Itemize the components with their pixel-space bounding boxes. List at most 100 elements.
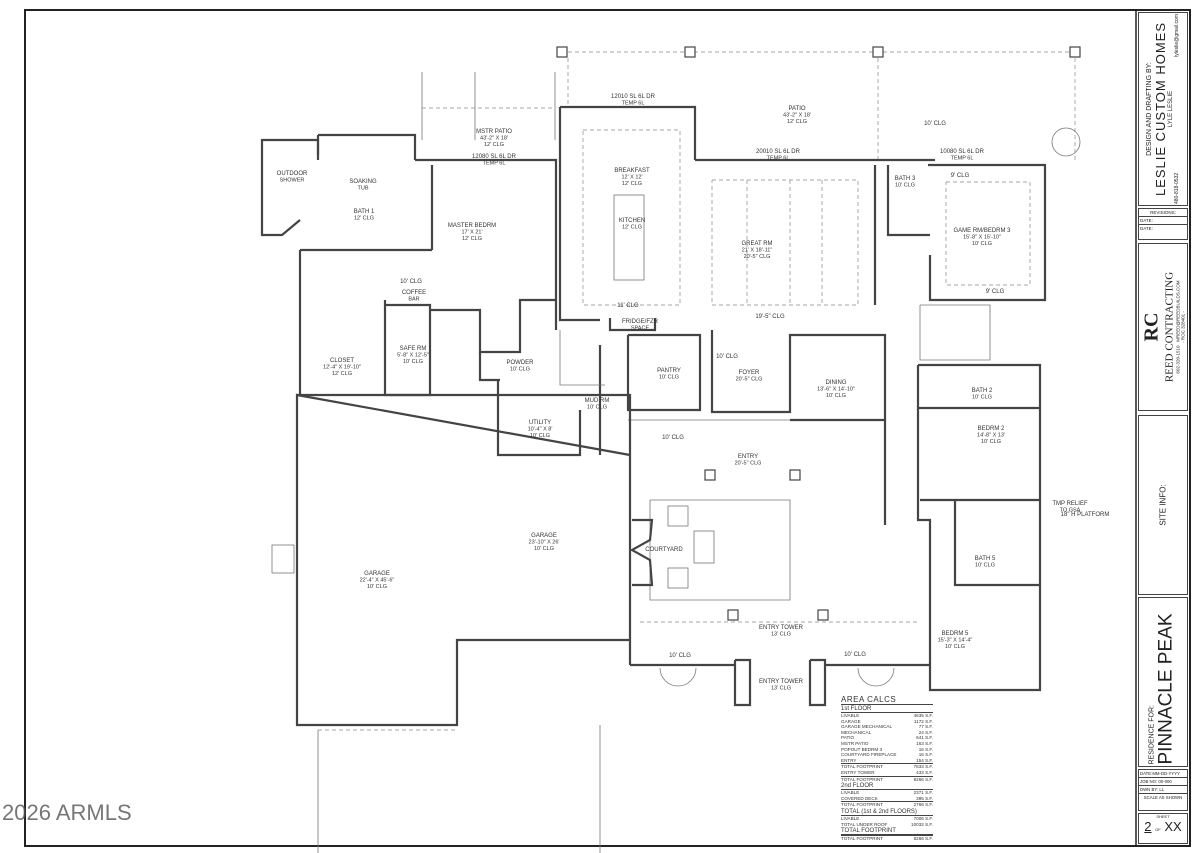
area-calcs-value: 8266 S.F. [913, 776, 933, 782]
room-label-mud-rm-detail: 10' CLG [587, 405, 607, 411]
sheet-of: OF [1155, 827, 1161, 832]
area-calcs-label: TOTAL FOOTPRINT [841, 764, 884, 770]
room-label-mstr-patio: MSTR PATIO [476, 129, 512, 135]
area-calcs-label: PATIO [841, 735, 855, 741]
area-calcs-label: TOTAL FOOTPRINT [841, 802, 884, 808]
area-calcs-label: TOTAL UNDER ROOF [841, 821, 888, 827]
room-label-dining-detail: 10' CLG [826, 393, 846, 399]
room-label-bedrm-2-detail: 14'-8" X 13' [977, 433, 1005, 439]
room-label-garage-1-detail: 10' CLG [367, 584, 387, 590]
room-label-great-rm-detail: 20'-5" CLG [744, 254, 771, 260]
area-calcs-value: 4635 S.F. [913, 713, 933, 718]
room-label-bath-2: BATH 2 [972, 388, 993, 394]
area-calcs-value: 16 S.F. [918, 752, 933, 758]
room-label-game-rm-detail: 10' CLG [972, 241, 992, 247]
area-calcs-value: 395 S.F. [916, 795, 933, 801]
room-label-closet: CLOSET [330, 358, 354, 364]
area-calcs-label: LIVABLE [841, 815, 860, 821]
site-info-block: SITE INFO: [1138, 415, 1188, 595]
room-label-garage-1: GARAGE [364, 571, 390, 577]
room-label-coffee-bar: COFFEE [402, 290, 426, 296]
room-label-gallery-clg: 10' CLG [662, 435, 684, 441]
area-calcs-label: ENTRY [841, 757, 857, 763]
revisions-block: REVISIONS: DATE: DATE: [1138, 208, 1188, 240]
designer-block: DESIGN AND DRAFTING BY: LESLIE CUSTOM HO… [1138, 12, 1188, 206]
room-label-breakfast-door-detail: TEMP 6L [622, 101, 645, 107]
area-calcs-value: 2766 S.F. [913, 802, 933, 808]
room-label-breakfast: BREAKFAST [614, 168, 650, 174]
room-label-dining: DINING [826, 380, 847, 386]
room-label-bath-1-detail: 12' CLG [354, 216, 374, 222]
area-calcs-row: TOTAL FOOTPRINT 2766 S.F. [841, 801, 933, 808]
room-label-hall-clg: 10' CLG [400, 279, 422, 285]
area-calcs-value: 8266 S.F. [913, 836, 933, 842]
contractor-logo: RC [1140, 312, 1163, 342]
room-label-master-bedrm-detail: 17' X 21' [461, 230, 482, 236]
revisions-label: REVISIONS: [1139, 209, 1187, 217]
room-label-platform: 18" H PLATFORM [1061, 512, 1110, 518]
room-label-foyer-detail: 20'-5" CLG [736, 377, 763, 383]
room-label-bath-1: BATH 1 [354, 209, 375, 215]
room-label-utility: UTILITY [529, 420, 551, 426]
room-label-breakfast-detail: 12' CLG [622, 181, 642, 187]
area-calcs-value: 1172 S.F. [913, 718, 933, 724]
room-label-great-rm-door: 20010 SL 6L DR [756, 149, 801, 155]
room-label-kitchen-clg: 11' CLG [617, 303, 639, 309]
room-label-breakfast-door: 12010 SL 6L DR [611, 94, 656, 100]
residence-name: PINNACLE PEAK [1155, 613, 1177, 765]
room-label-entry-tower-2: ENTRY TOWER [759, 679, 804, 685]
revision-date-1: DATE: [1139, 217, 1187, 225]
sheet-border [24, 9, 1191, 847]
contractor-phone: 602-320-1510 [1175, 345, 1181, 374]
area-calcs-section-heading: 2nd FLOOR [841, 783, 933, 791]
area-calcs-value: 641 S.F. [916, 735, 933, 741]
area-calcs-value: 16 S.F. [918, 746, 933, 752]
sheet-number: 2 [1144, 819, 1152, 834]
contractor-name: REED CONTRACTING [1163, 271, 1176, 383]
room-label-great-rm-door-detail: TEMP 6L [767, 156, 790, 162]
area-calcs-label: POPOUT BEDRM 3 [841, 746, 883, 752]
area-calcs-section-heading: TOTAL FOOTPRINT [841, 828, 933, 836]
room-label-entry-detail: 20'-5" CLG [735, 461, 762, 467]
room-label-powder: POWDER [507, 360, 535, 366]
room-label-master-bedrm-detail: 12' CLG [462, 236, 482, 242]
room-label-courtyard: COURTYARD [645, 547, 683, 553]
scale: SCALE AS SHOWN [1143, 795, 1183, 800]
room-label-bath-3-detail: 10' CLG [895, 183, 915, 189]
room-label-outdoor-shower-detail: SHOWER [280, 178, 305, 184]
area-calcs-section-heading: 1st FLOOR [841, 706, 933, 713]
room-label-coffee-bar-detail: BAR [408, 297, 419, 303]
sheet-label: SHEET [1156, 814, 1170, 819]
designer-phone: 480-818-0532 [1174, 172, 1180, 204]
area-calcs-label: MECHANICAL [841, 729, 872, 735]
walls [260, 105, 1081, 853]
design-heading: DESIGN AND DRAFTING BY: [1146, 62, 1153, 156]
room-label-closet-detail: 12' CLG [332, 371, 352, 377]
area-calcs-label: MSTR PATIO [841, 740, 869, 746]
area-calcs-value: 24 S.F. [918, 729, 933, 735]
area-calcs-value: 154 S.F. [916, 757, 933, 763]
contractor-block: RC REED CONTRACTING 602-320-1510 MREED@R… [1138, 243, 1188, 411]
room-label-entry-tower-1: ENTRY TOWER [759, 625, 804, 631]
room-label-pantry: PANTRY [657, 368, 681, 374]
room-label-great-rm: GREAT RM [741, 241, 772, 247]
area-calcs-label: LIVABLE [841, 790, 860, 796]
room-label-game-rm: GAME RM/BEDRM 3 [953, 228, 1011, 234]
room-label-bedrm-2: BEDRM 2 [978, 426, 1005, 432]
date-field: DATE:MM-DD-YYYY [1139, 770, 1187, 778]
residence-for-label: RESIDENCE FOR: [1148, 704, 1156, 765]
patio-covers [421, 46, 1081, 160]
room-label-entry: ENTRY [738, 454, 758, 460]
room-label-bedrm-2-detail: 10' CLG [981, 439, 1001, 445]
